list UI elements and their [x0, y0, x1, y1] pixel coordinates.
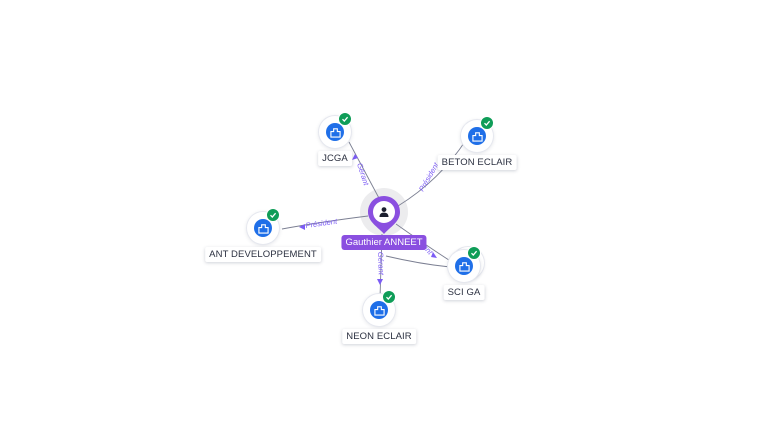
company-label: NEON ECLAIR [342, 329, 416, 344]
verified-check-icon [338, 112, 352, 126]
edge-label-neon: Gérant [376, 252, 386, 276]
company-label: JCGA [318, 151, 352, 166]
company-badge [319, 112, 352, 148]
company-badge [363, 290, 396, 326]
company-badge [247, 208, 280, 244]
edge-arrow-jcga [352, 154, 358, 160]
building-icon [455, 257, 473, 275]
verified-check-icon [467, 246, 481, 260]
company-label: SCI GA [443, 285, 485, 300]
edge-arrow-ant [299, 224, 305, 230]
edge-label-ant: Président [305, 217, 339, 230]
edge-jcga [348, 141, 381, 201]
edge-ant [281, 215, 369, 230]
company-label: ANT DEVELOPPEMENT [205, 247, 321, 262]
company-badge [448, 246, 484, 282]
edge-arrow-sci [431, 252, 437, 258]
building-icon [370, 301, 388, 319]
edge-label-jcga: Gérant [355, 162, 371, 187]
verified-check-icon [266, 208, 280, 222]
company-label: BETON ECLAIR [437, 155, 517, 170]
edge-sci [395, 223, 453, 263]
building-icon [326, 123, 344, 141]
verified-check-icon [480, 116, 494, 130]
verified-check-icon [382, 290, 396, 304]
building-icon [468, 127, 486, 145]
person-icon [379, 207, 389, 217]
person-name-label: Gauthier ANNEET [341, 235, 427, 250]
company-badge [461, 116, 494, 152]
edge-beton [397, 139, 467, 207]
edge-sci-secondary [385, 255, 451, 268]
edge-arrow-neon [377, 279, 383, 285]
building-icon [254, 219, 272, 237]
